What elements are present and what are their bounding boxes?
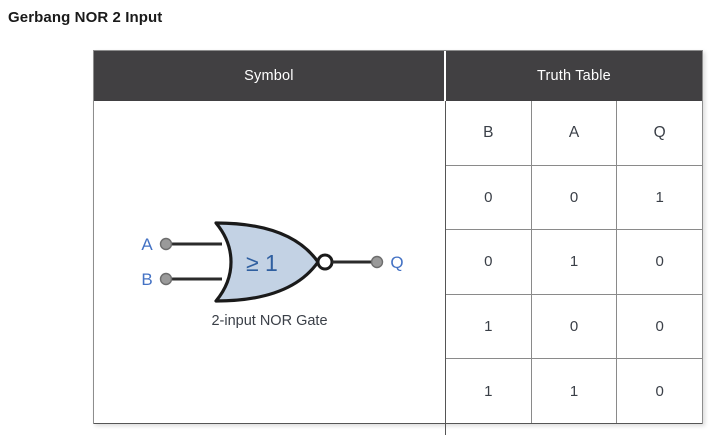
cell-a: 0 [530, 165, 617, 230]
truth-col-header-q: Q [616, 101, 702, 165]
truth-table-pane: B A Q 0 0 1 0 1 0 1 0 0 [445, 101, 702, 423]
nor-gate-table: Symbol Truth Table [93, 50, 703, 435]
cell-a: 1 [530, 359, 617, 423]
pin-label-a: A [141, 235, 153, 254]
page-title: Gerbang NOR 2 Input [8, 9, 163, 26]
header-cell-symbol: Symbol [244, 68, 294, 84]
terminal-input-a [159, 237, 173, 251]
table-row: 0 0 1 [446, 164, 702, 230]
table-header-row: Symbol Truth Table [94, 51, 702, 101]
terminal-output-q [370, 255, 384, 269]
gate-caption: 2-input NOR Gate [211, 313, 328, 329]
inversion-bubble-icon [316, 253, 334, 271]
cell-b: 0 [484, 253, 493, 271]
cell-a: 1 [530, 230, 617, 294]
truth-table-header-row: B A Q [446, 101, 702, 165]
read-as-cell: Read as A OR B gives NOT Q [445, 424, 702, 435]
table-row: 1 1 0 [446, 358, 702, 423]
truth-col-header-a: A [530, 101, 617, 165]
cell-b: 1 [484, 318, 493, 336]
pin-label-b: B [141, 270, 152, 289]
header-cell-truth-table: Truth Table [443, 51, 702, 101]
cell-b: 0 [484, 188, 493, 206]
gate-glyph-greater-equal-one: ≥ 1 [246, 250, 278, 276]
cell-q: 1 [616, 165, 702, 230]
table-footer-row: Boolean Expression Q = A+B Read as A OR … [94, 423, 702, 435]
terminal-input-b [159, 272, 173, 286]
cell-q: 0 [616, 230, 702, 294]
or-gate-body [214, 221, 320, 303]
cell-q: 0 [616, 359, 702, 423]
cell-b: 1 [484, 382, 493, 400]
cell-q: 0 [616, 294, 702, 359]
truth-col-header-b: B [483, 123, 494, 141]
table-row: 0 1 0 [446, 229, 702, 294]
cell-a: 0 [530, 294, 617, 359]
symbol-pane: A B Q ≥ 1 2-input NOR Gate [94, 101, 445, 423]
table-row: 1 0 0 [446, 293, 702, 359]
boolean-expression-cell: Boolean Expression Q = A+B [94, 424, 445, 435]
nor-gate-diagram: A B Q ≥ 1 [141, 221, 404, 303]
pin-label-q: Q [390, 253, 403, 272]
table-body: A B Q ≥ 1 2-input NOR Gate B A Q 0 0 [94, 101, 702, 423]
